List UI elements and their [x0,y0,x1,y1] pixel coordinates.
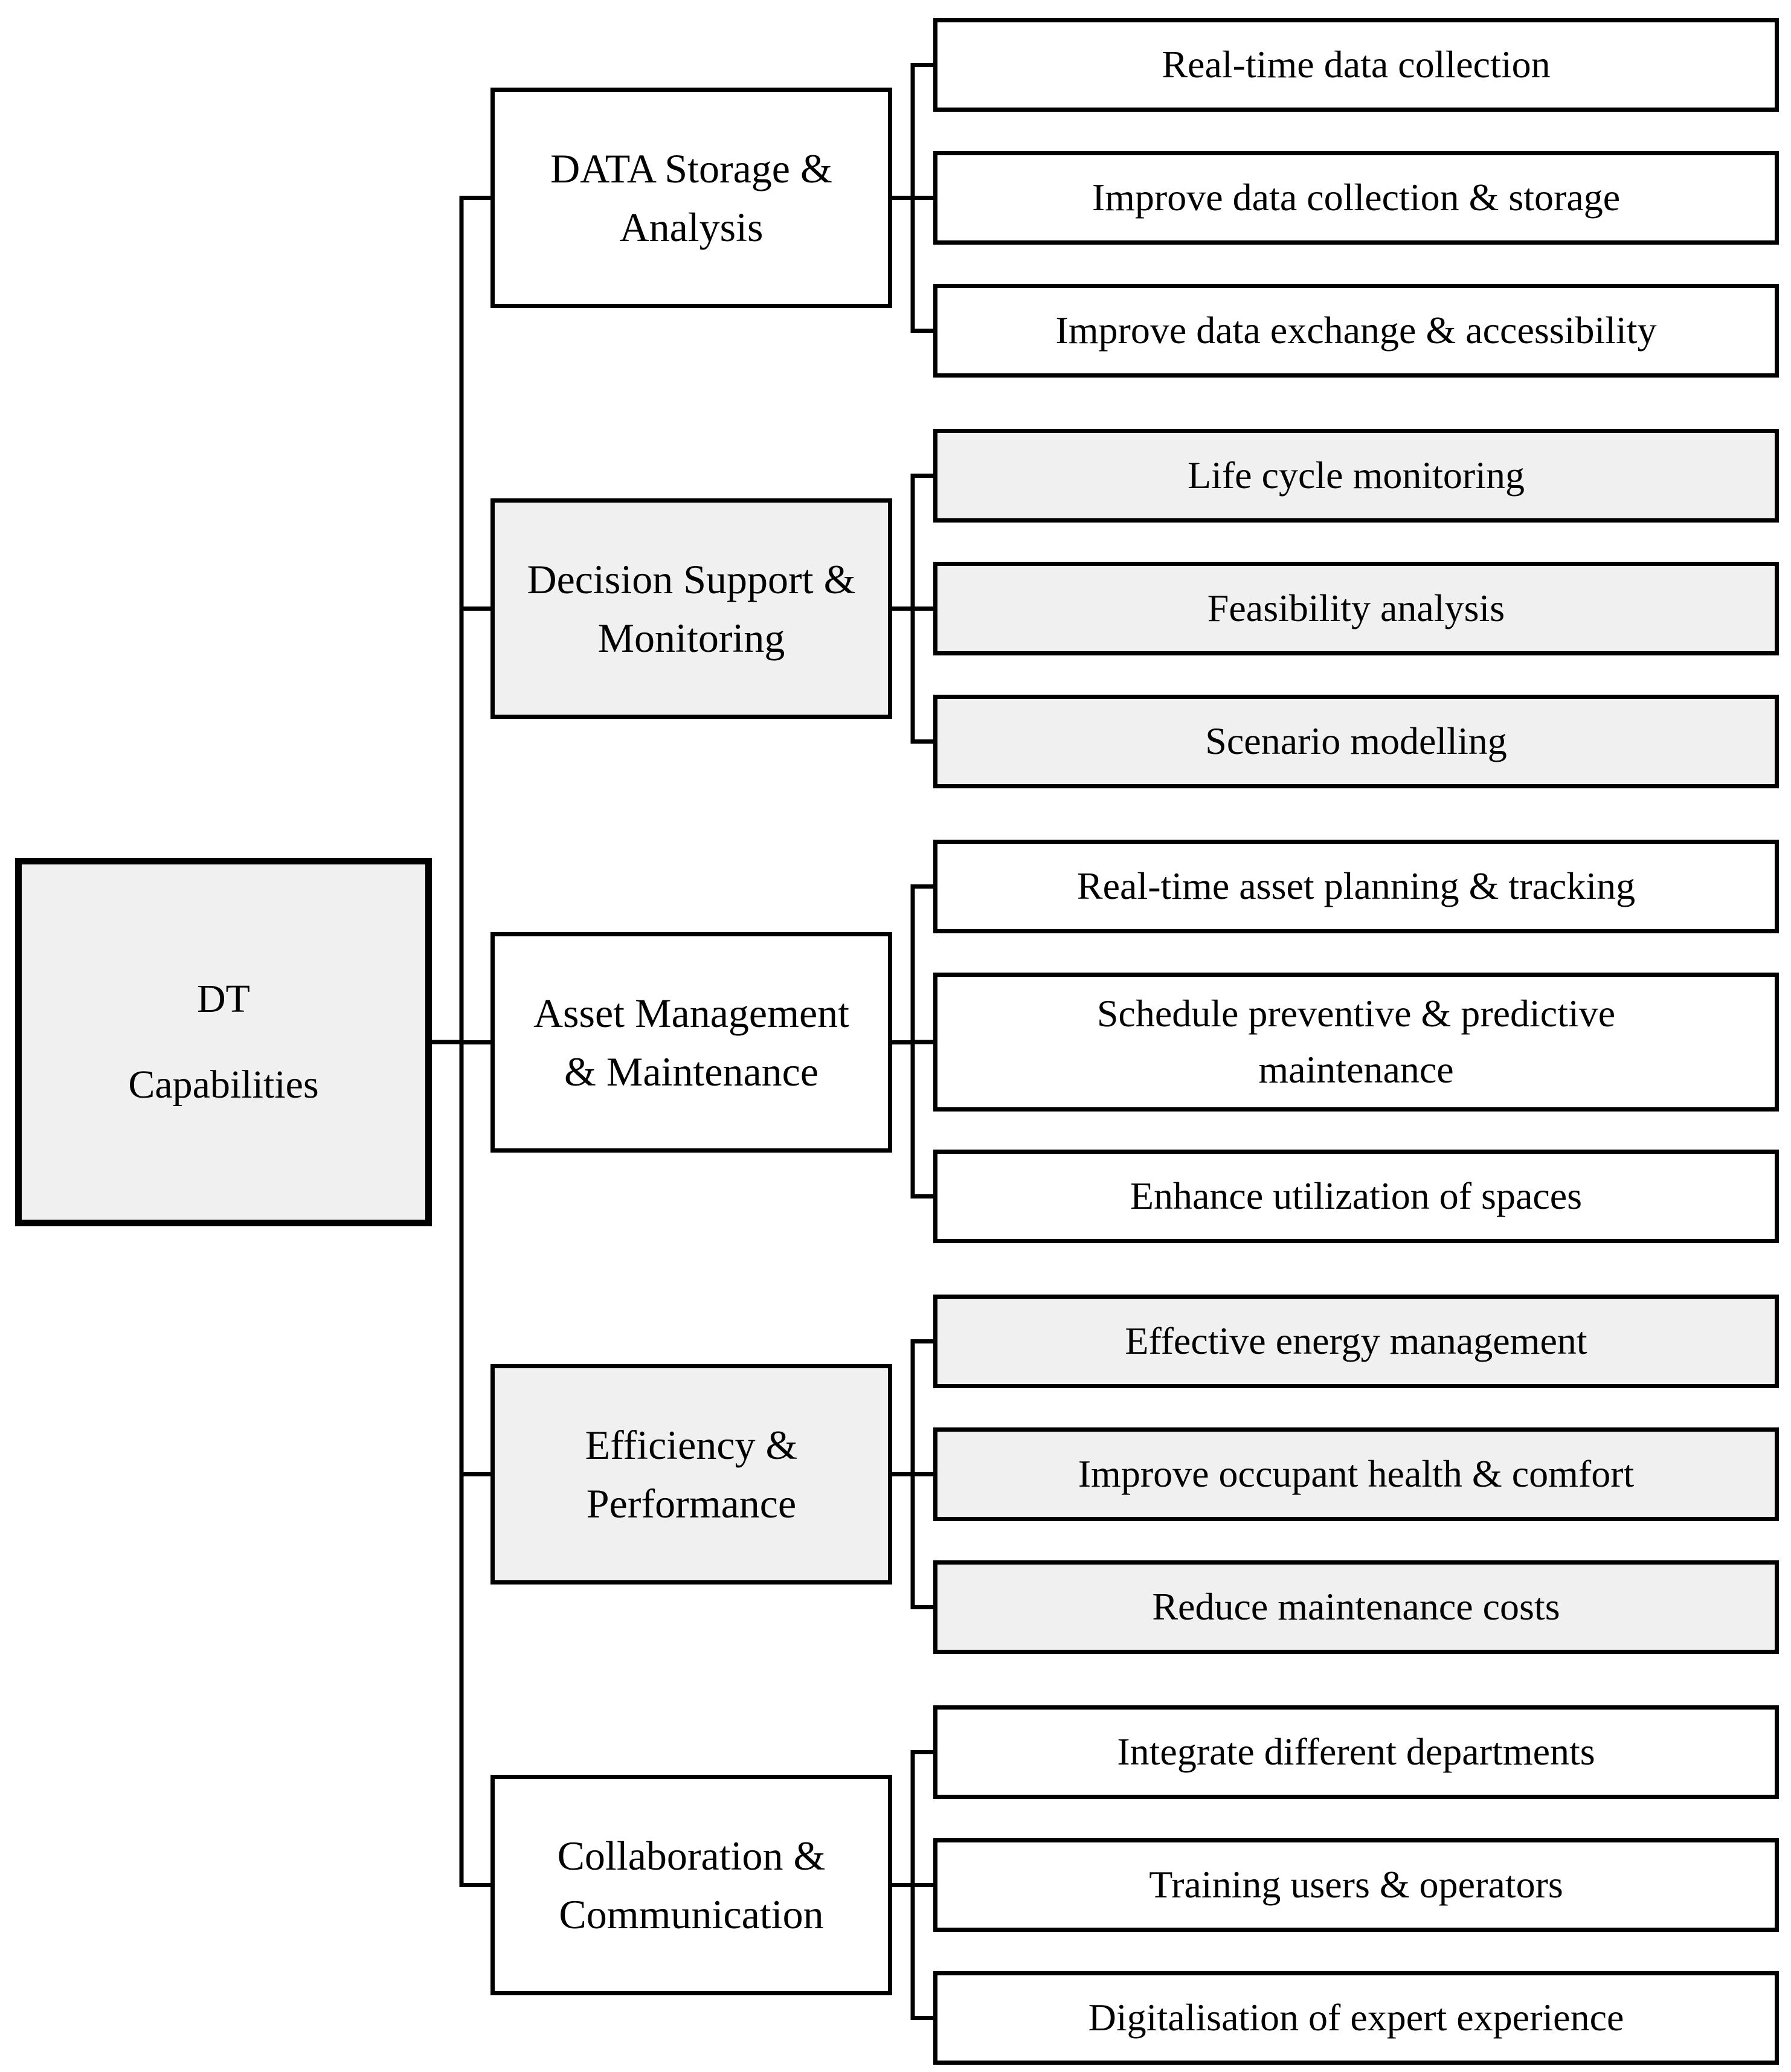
leaf-node-improve-occupant-health-comfort: Improve occupant health & comfort [933,1427,1779,1521]
leaf-node-digitalisation-of-expert-experience: Digitalisation of expert experience [933,1971,1779,2065]
leaf-node-life-cycle-monitoring: Life cycle monitoring [933,429,1779,523]
leaf-node-feasibility-analysis: Feasibility analysis [933,562,1779,655]
leaf-node-effective-energy-management: Effective energy management [933,1295,1779,1388]
leaf-node-reduce-maintenance-costs: Reduce maintenance costs [933,1560,1779,1654]
leaf-node-improve-data-exchange-accessibility: Improve data exchange & accessibility [933,284,1779,378]
leaf-node-integrate-different-departments: Integrate different departments [933,1705,1779,1799]
root-node-dt-capabilities: DT Capabilities [15,858,432,1226]
category-node-data-storage-analysis: DATA Storage & Analysis [490,88,892,308]
leaf-node-scenario-modelling: Scenario modelling [933,695,1779,788]
leaf-node-schedule-preventive-predictive-maintenance: Schedule preventive & predictive mainten… [933,973,1779,1112]
category-node-collaboration-communication: Collaboration & Communication [490,1775,892,1995]
category-node-asset-management-maintenance: Asset Management & Maintenance [490,932,892,1153]
leaf-node-real-time-data-collection: Real-time data collection [933,18,1779,112]
leaf-node-training-users-operators: Training users & operators [933,1838,1779,1932]
category-node-efficiency-performance: Efficiency & Performance [490,1364,892,1585]
leaf-node-enhance-utilization-of-spaces: Enhance utilization of spaces [933,1150,1779,1243]
leaf-node-real-time-asset-planning-tracking: Real-time asset planning & tracking [933,840,1779,933]
category-node-decision-support-monitoring: Decision Support & Monitoring [490,498,892,719]
leaf-node-improve-data-collection-storage: Improve data collection & storage [933,151,1779,245]
